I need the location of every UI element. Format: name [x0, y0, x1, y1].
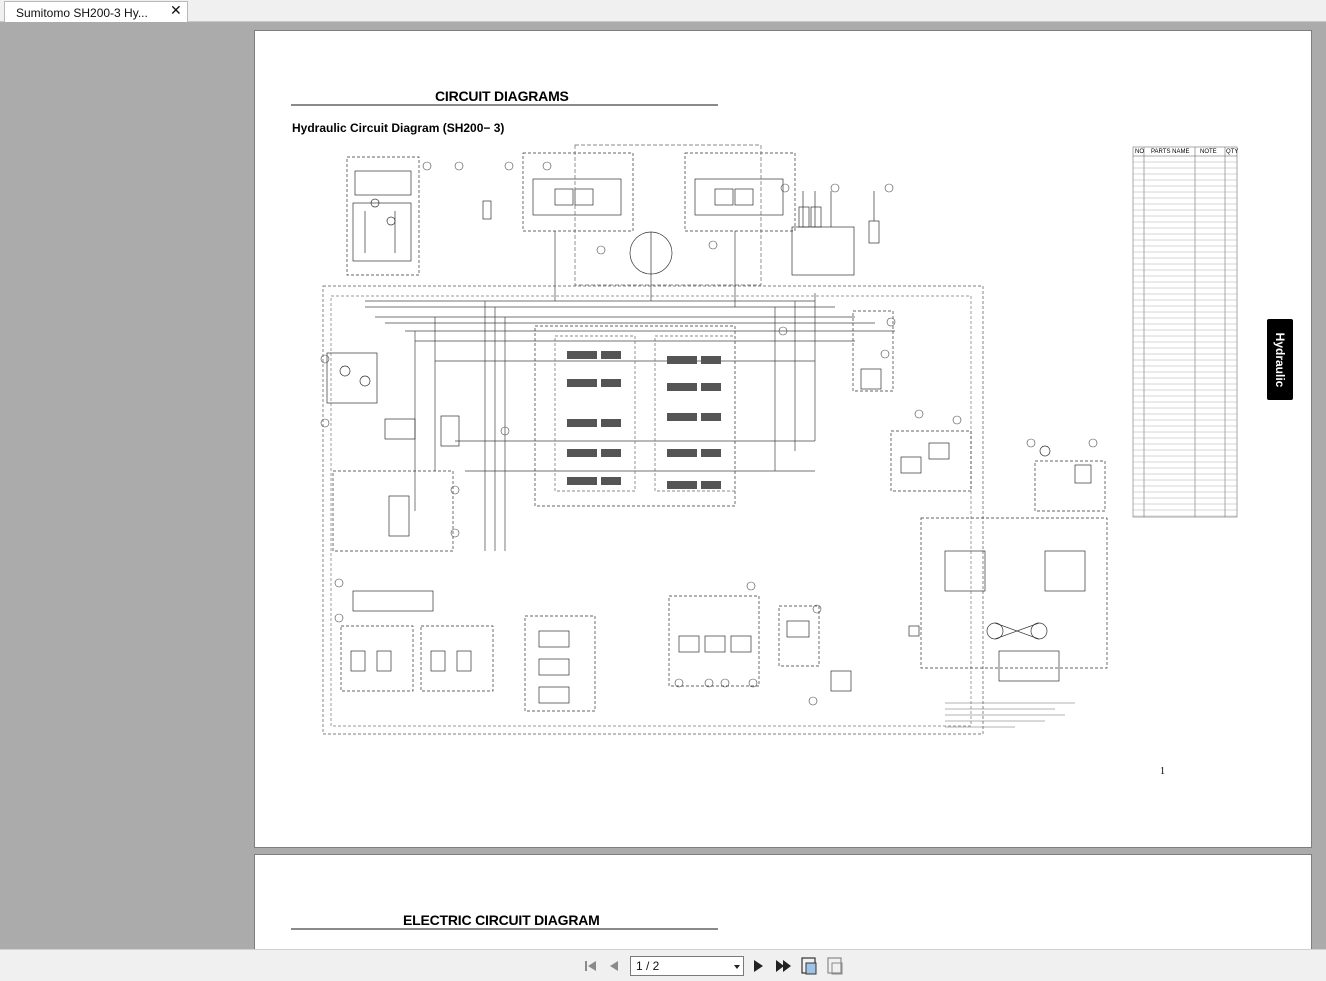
page-1: CIRCUIT DIAGRAMS Hydraulic Circuit Diagr… [254, 30, 1312, 848]
single-page-icon[interactable] [824, 955, 846, 977]
page-number: 1 [1160, 766, 1165, 777]
document-tab-title: Sumitomo SH200-3 Hy... [16, 6, 148, 20]
hydraulic-circuit-diagram [320, 144, 1238, 735]
close-tab-icon[interactable]: ✕ [170, 3, 182, 19]
diagram-subtitle: Hydraulic Circuit Diagram (SH200− 3) [292, 121, 505, 135]
heading-rule [291, 928, 718, 930]
section-side-tab-label: Hydraulic [1273, 332, 1287, 387]
table-header-qty: QTY [1226, 149, 1239, 155]
document-tab[interactable]: Sumitomo SH200-3 Hy... ✕ [4, 1, 188, 22]
next-page-icon[interactable] [747, 955, 769, 977]
parts-table-header: NO PARTS NAME NOTE QTY [1134, 148, 1239, 156]
chevron-down-icon [734, 965, 740, 969]
table-header-parts-name: PARTS NAME [1151, 149, 1190, 155]
page-number-value: 1 / 2 [636, 959, 660, 973]
table-header-no: NO [1135, 149, 1144, 155]
page-heading: ELECTRIC CIRCUIT DIAGRAM [403, 912, 600, 928]
page-number-select[interactable]: 1 / 2 [630, 956, 744, 976]
last-page-icon[interactable] [772, 955, 794, 977]
page-2: ELECTRIC CIRCUIT DIAGRAM [254, 854, 1312, 949]
fit-page-icon[interactable] [798, 955, 820, 977]
document-viewer[interactable]: CIRCUIT DIAGRAMS Hydraulic Circuit Diagr… [0, 23, 1326, 949]
page-heading: CIRCUIT DIAGRAMS [435, 88, 569, 104]
parts-list-table [1132, 146, 1238, 518]
tab-bar: Sumitomo SH200-3 Hy... ✕ [0, 0, 1326, 22]
section-side-tab: Hydraulic [1267, 319, 1293, 400]
previous-page-icon[interactable] [604, 955, 626, 977]
first-page-icon[interactable] [580, 955, 602, 977]
navigation-toolbar: 1 / 2 [0, 949, 1326, 981]
heading-rule [291, 104, 718, 106]
table-header-note: NOTE [1200, 149, 1217, 155]
